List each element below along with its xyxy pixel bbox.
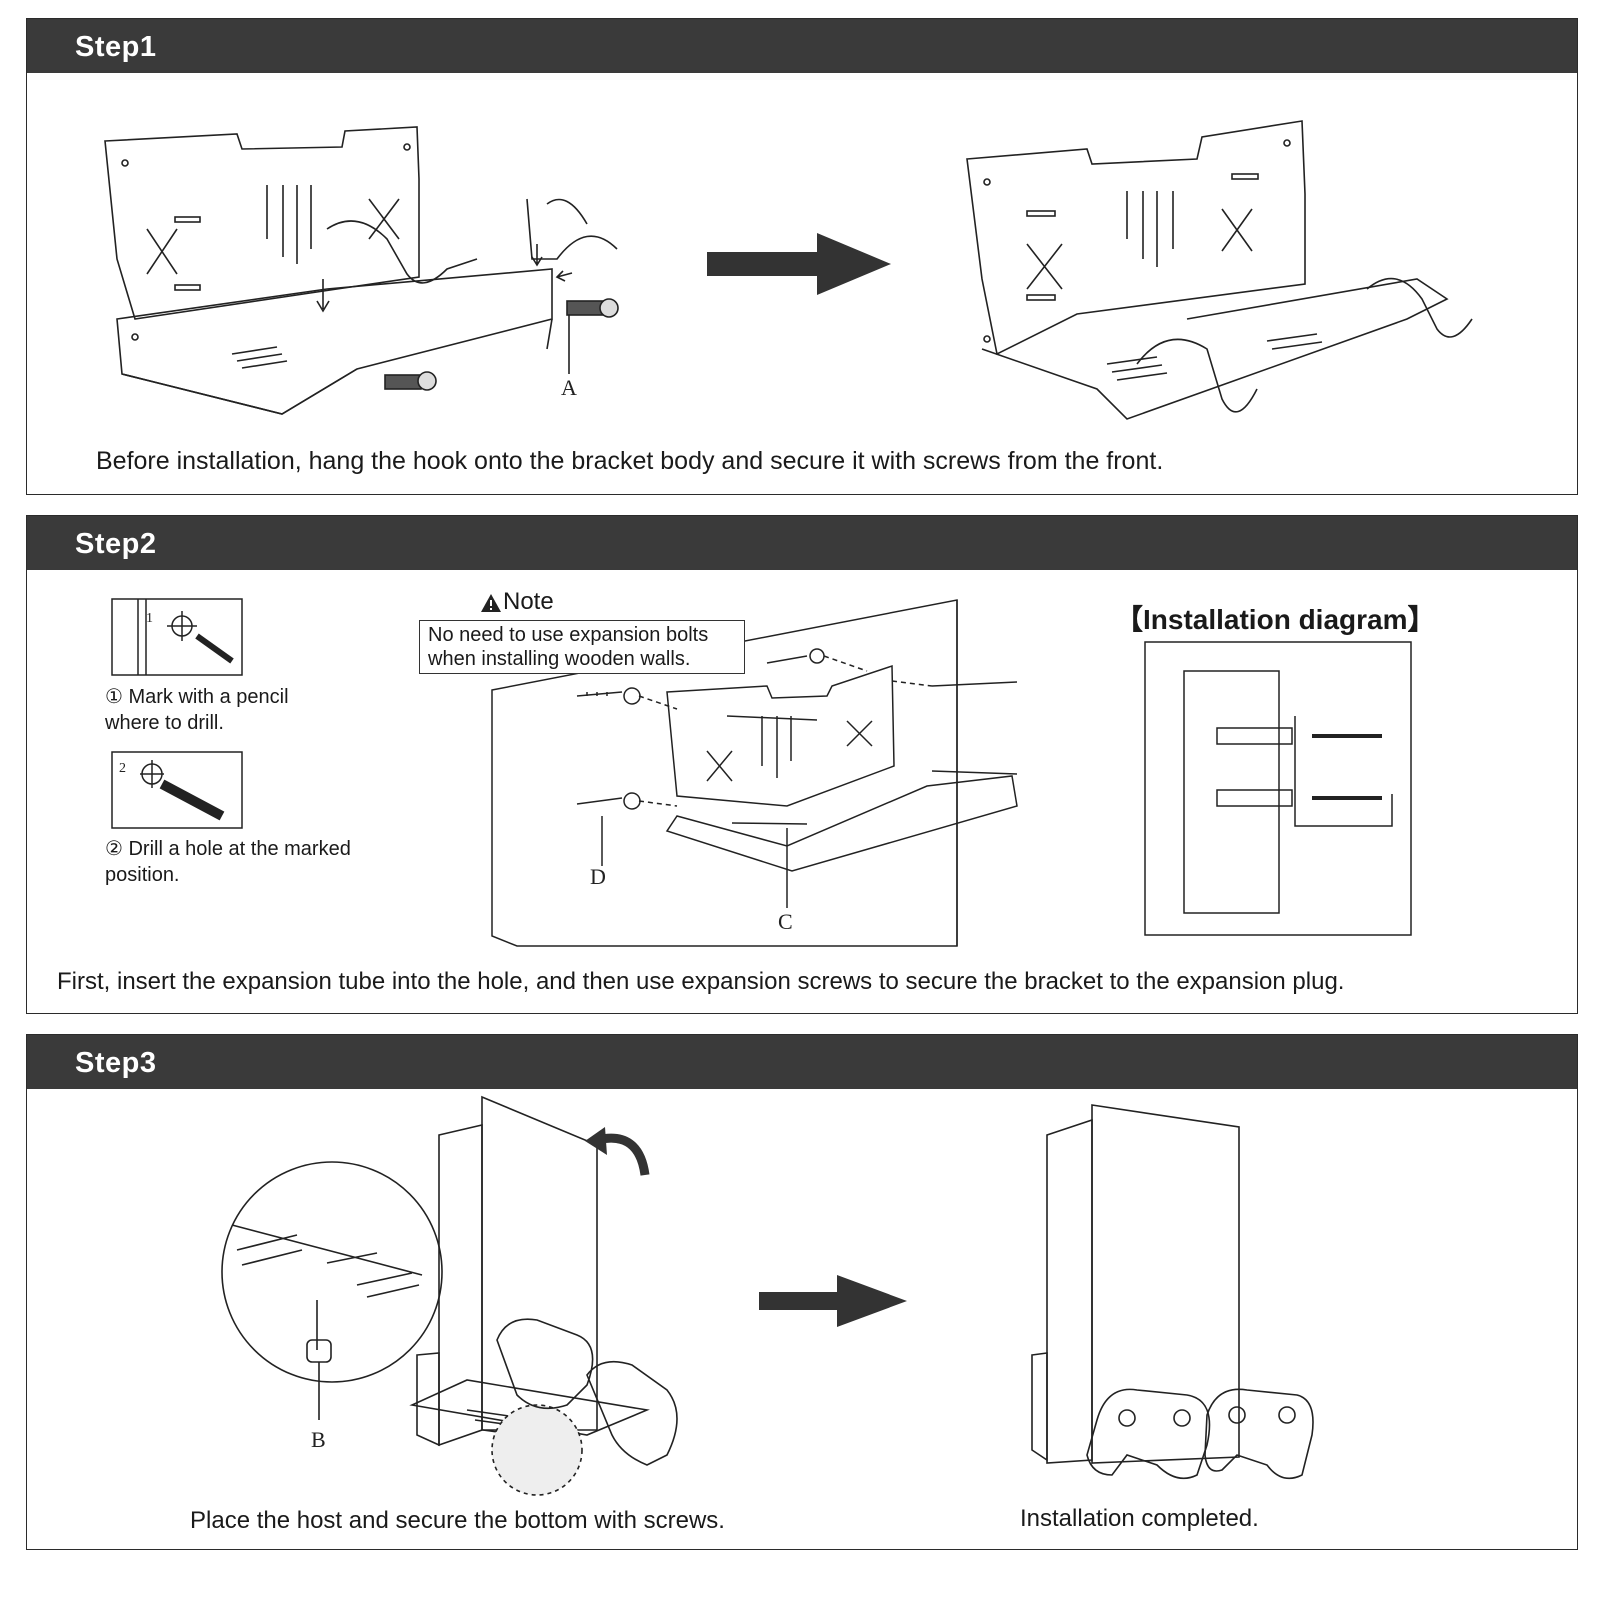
right-arrow-icon bbox=[759, 1275, 907, 1327]
step3-title: Step3 bbox=[75, 1047, 157, 1079]
right-arrow-icon bbox=[707, 233, 891, 295]
step2-caption: First, insert the expansion tube into th… bbox=[57, 968, 1345, 995]
label-A: A bbox=[561, 375, 577, 400]
note-box: No need to use expansion bolts when inst… bbox=[419, 620, 745, 674]
label-D: D bbox=[590, 864, 606, 889]
substep2-caption: ② Drill a hole at the marked position. bbox=[105, 838, 351, 886]
step1-title: Step1 bbox=[75, 31, 157, 63]
note-text-line1: No need to use expansion bolts bbox=[428, 624, 709, 646]
step1-panel: Step1 bbox=[26, 18, 1578, 495]
step1-header: Step1 bbox=[27, 19, 1577, 73]
step2-header: Step2 bbox=[27, 516, 1577, 570]
step3-caption-right: Installation completed. bbox=[1020, 1505, 1259, 1532]
step3-panel: Step3 bbox=[26, 1034, 1578, 1550]
substep1-caption: ① Mark with a pencil where to drill. bbox=[105, 686, 289, 734]
step1-caption: Before installation, hang the hook onto … bbox=[96, 447, 1164, 475]
step3-illustration: B bbox=[221, 1095, 1314, 1496]
label-B: B bbox=[311, 1427, 326, 1452]
label-C: C bbox=[778, 909, 793, 934]
note-text-line2: when installing wooden walls. bbox=[428, 648, 691, 670]
step3-header: Step3 bbox=[27, 1035, 1577, 1089]
curved-arrow-icon bbox=[585, 1127, 650, 1176]
warning-icon bbox=[481, 594, 501, 612]
step2-title: Step2 bbox=[75, 528, 157, 560]
step1-illustration: A bbox=[104, 120, 1473, 420]
installation-diagram-title: 【Installation diagram】 bbox=[1115, 604, 1436, 635]
substep2-number: 2 bbox=[119, 761, 126, 776]
step2-panel: Step2 bbox=[26, 515, 1578, 1014]
substep1-number: 1 bbox=[146, 611, 153, 626]
note-title: Note bbox=[503, 588, 554, 615]
step2-illustration: 1 2 D C bbox=[111, 594, 1412, 947]
step3-caption-left: Place the host and secure the bottom wit… bbox=[190, 1507, 725, 1534]
